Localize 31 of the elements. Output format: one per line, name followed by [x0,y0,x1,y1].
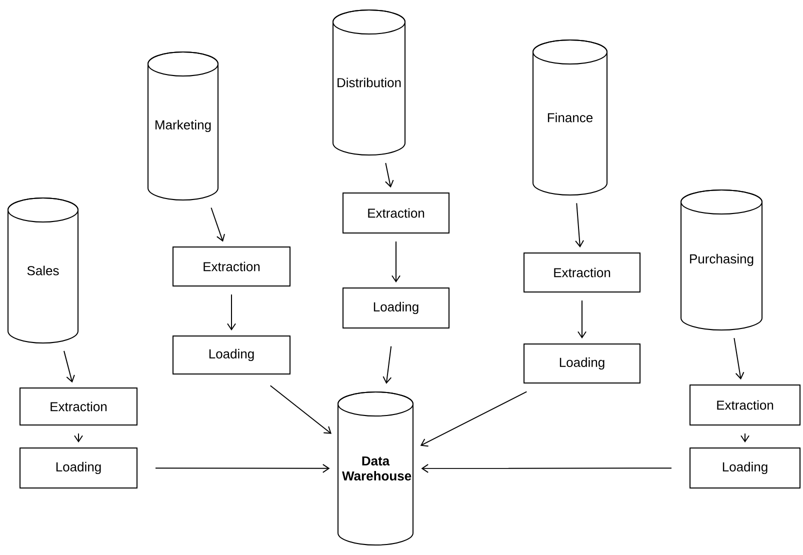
process-box: Extraction [20,388,138,426]
process-box: Loading [342,288,450,328]
arrow [155,464,330,473]
arrow [421,464,672,473]
arrow [384,162,394,188]
arrow [74,433,83,442]
arrow [575,202,584,248]
process-box: Loading [20,448,138,488]
arrow [740,433,750,442]
database-cylinder: Data Warehouse [338,392,414,546]
process-box: Extraction [172,246,290,286]
arrow [227,294,236,330]
database-cylinder: Finance [532,40,608,196]
process-box: Extraction [342,192,450,234]
database-cylinder: Sales [8,198,78,344]
arrow [392,241,400,282]
process-box: Loading [524,344,640,384]
arrow [420,391,528,447]
database-cylinder: Purchasing [680,190,762,330]
arrow [734,338,744,380]
arrow [64,350,75,383]
arrow [270,385,332,434]
arrow [578,300,586,338]
arrow [382,346,392,384]
arrow [210,207,225,242]
database-cylinder: Distribution [332,10,406,156]
process-box: Loading [172,336,290,374]
process-box: Extraction [524,252,640,292]
process-box: Extraction [690,384,800,426]
database-cylinder: Marketing [148,52,218,200]
process-box: Loading [690,448,800,488]
